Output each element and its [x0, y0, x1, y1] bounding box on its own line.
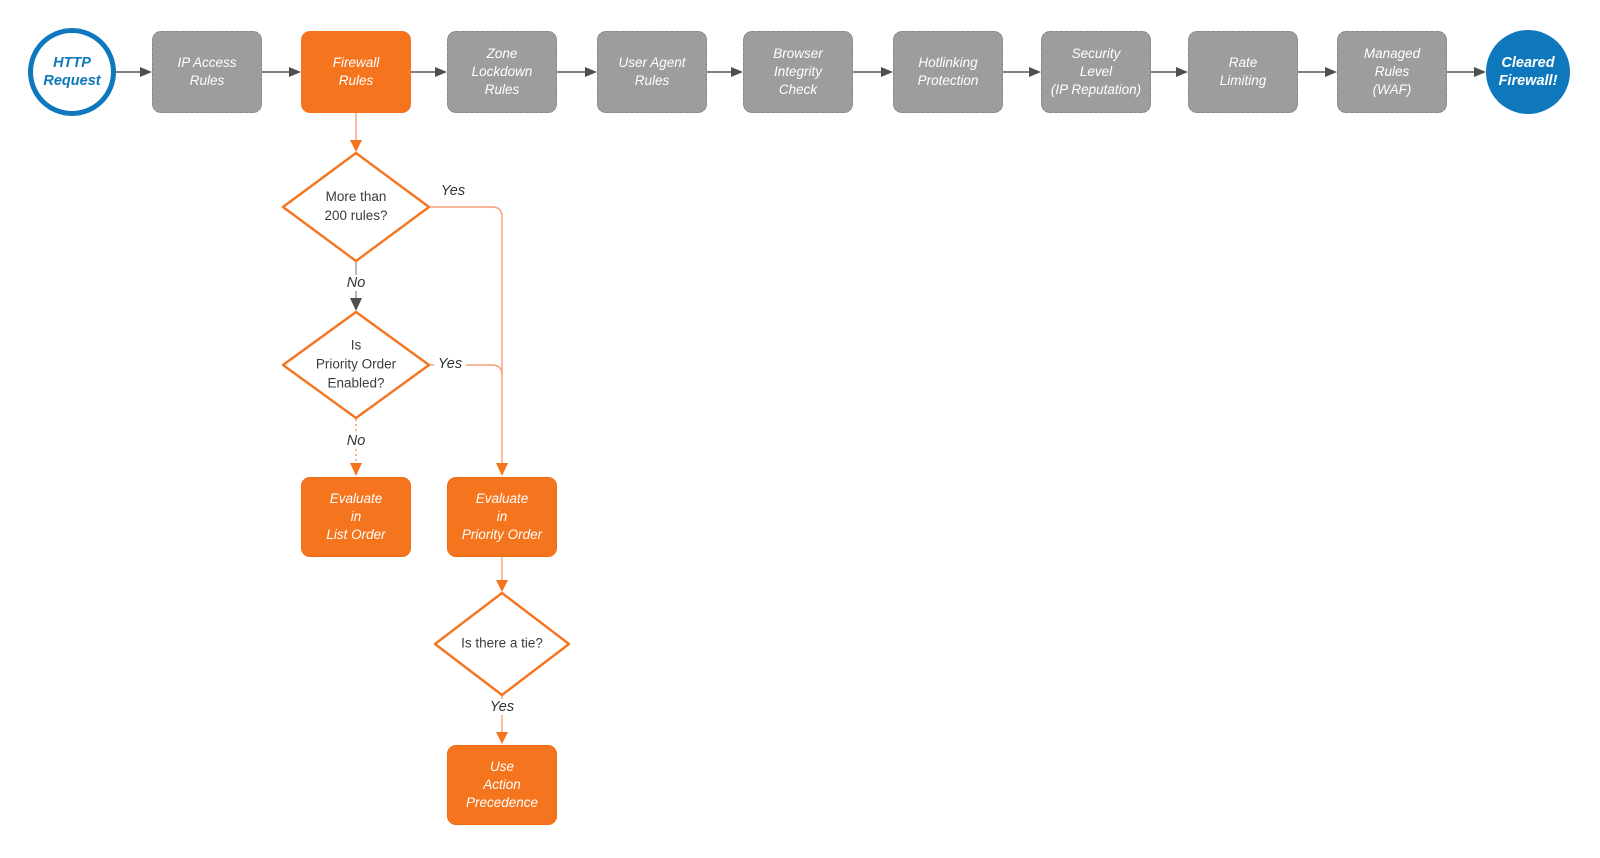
- node-evaluate-list-order: Evaluate in List Order: [301, 477, 411, 557]
- node-security-level: Security Level (IP Reputation): [1041, 31, 1151, 113]
- node-browser-integrity-check: Browser Integrity Check: [743, 31, 853, 113]
- connector-priority-to-tie: [496, 557, 508, 592]
- branch-label-priority-yes: Yes: [433, 356, 467, 372]
- node-rate-limiting: Rate Limiting: [1188, 31, 1298, 113]
- branch-label-tie-yes: Yes: [485, 699, 519, 715]
- decision-rule-count-label: More than 200 rules?: [324, 189, 388, 223]
- node-zone-lockdown-rules: Zone Lockdown Rules: [447, 31, 557, 113]
- pipeline-arrows: [116, 67, 1486, 77]
- node-use-action-precedence: Use Action Precedence: [447, 745, 557, 825]
- decision-diamond-tie: [433, 591, 571, 697]
- decision-diamond-rule-count: [281, 151, 431, 263]
- connector-rulecount-yes: [429, 206, 508, 476]
- decision-tie-label: Is there a tie?: [461, 635, 543, 651]
- decision-priority-enabled-label: Is Priority Order Enabled?: [315, 337, 397, 391]
- node-cleared-firewall: Cleared Firewall!: [1486, 30, 1570, 114]
- node-ip-access-rules: IP Access Rules: [152, 31, 262, 113]
- node-evaluate-priority-order: Evaluate in Priority Order: [447, 477, 557, 557]
- connector-priority-yes: [429, 364, 503, 376]
- node-hotlinking-protection: Hotlinking Protection: [893, 31, 1003, 113]
- decision-diamond-priority-enabled: [281, 310, 431, 420]
- node-user-agent-rules: User Agent Rules: [597, 31, 707, 113]
- connector-firewall-to-rulecount: [350, 113, 362, 152]
- node-firewall-rules: Firewall Rules: [301, 31, 411, 113]
- node-managed-rules-waf: Managed Rules (WAF): [1337, 31, 1447, 113]
- branch-label-rulecount-yes: Yes: [436, 183, 470, 199]
- branch-label-rulecount-no: No: [342, 275, 370, 291]
- branch-label-priority-no: No: [342, 433, 370, 449]
- node-http-request: HTTP Request: [28, 28, 116, 116]
